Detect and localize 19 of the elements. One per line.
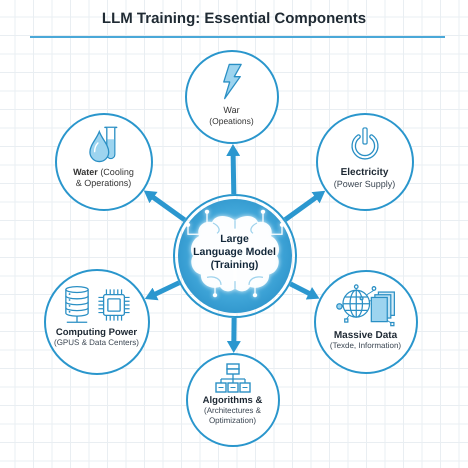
arrow — [226, 318, 241, 353]
arrow — [226, 144, 240, 194]
arrow — [144, 190, 186, 222]
component-label: Water (Cooling & Operations) — [72, 166, 135, 188]
component-label: Computing Power — [54, 326, 138, 338]
arrow — [144, 280, 180, 300]
component-description: (Power Supply) — [332, 178, 396, 190]
component-description: (GPUS & Data Centers) — [53, 338, 140, 348]
component-label: Electricity — [340, 166, 390, 178]
model-label: Large Language Model (Training) — [192, 233, 277, 272]
component-label: Massive Data — [332, 330, 398, 340]
component-description: (Opeations) — [208, 116, 255, 126]
arrow — [289, 282, 320, 300]
component-description: (Texde, Information) — [328, 340, 402, 350]
component-label: War — [222, 104, 241, 116]
arrow — [284, 190, 326, 222]
component-label: Algorithms & — [202, 394, 264, 406]
diagram-title: LLM Training: Essential Components — [100, 10, 368, 28]
component-description: (Architectures & Optimization) — [203, 406, 262, 426]
